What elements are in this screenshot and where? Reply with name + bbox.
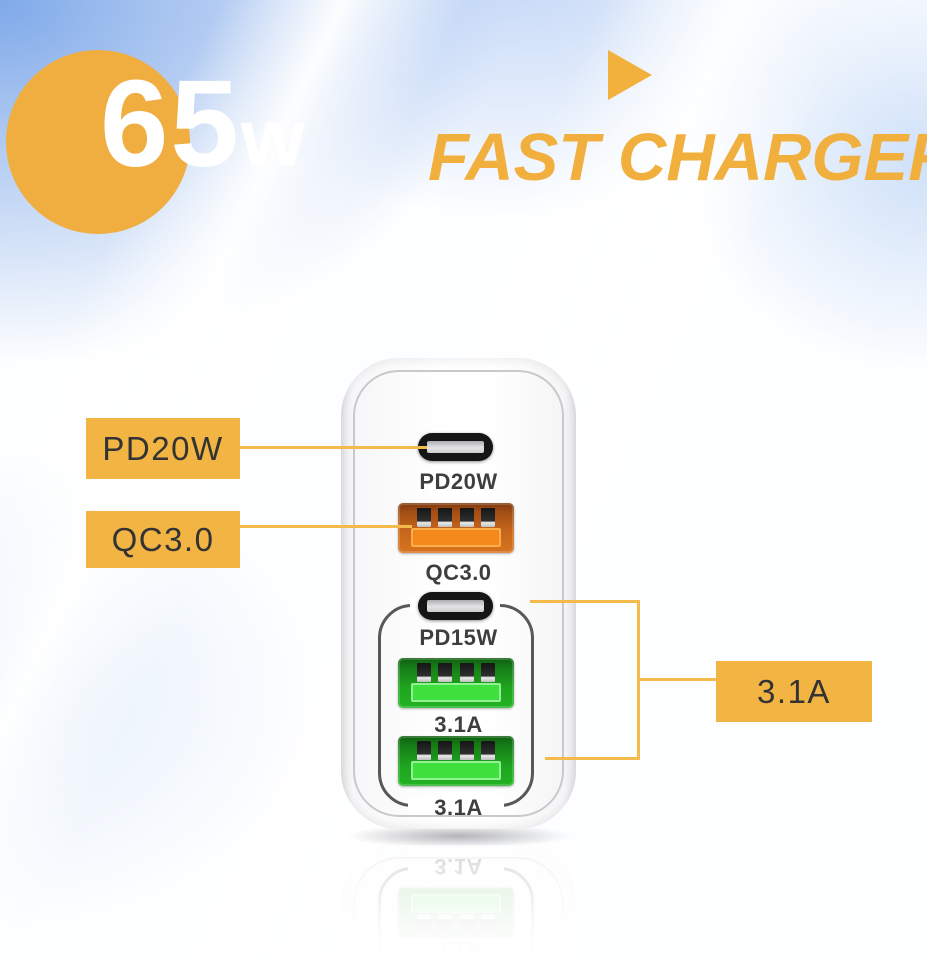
- usb-pins: [417, 508, 495, 527]
- usb-pin: [480, 663, 495, 682]
- port-label-31a-2-reflection: 3.1A: [434, 854, 483, 879]
- usb-pins-reflection: [417, 914, 495, 933]
- usb-a-tongue: [411, 528, 501, 547]
- wattage-badge: 65w: [100, 63, 305, 186]
- usb-pin: [459, 663, 474, 682]
- usb-pin: [438, 508, 453, 527]
- callout-line-qc30: [240, 525, 412, 528]
- callout-label-pd20w: PD20W: [102, 429, 224, 467]
- bracket-gap-bottom: [408, 796, 504, 812]
- usb-pins: [417, 741, 495, 760]
- usb-pin: [438, 663, 453, 682]
- usb-a-port-31a-2: [398, 736, 514, 786]
- usb-pins: [417, 663, 495, 682]
- usb-c-slot: [427, 441, 484, 453]
- wattage-value: 65: [100, 56, 241, 193]
- callout-label-qc30: QC3.0: [111, 520, 215, 558]
- charger-inner-outline-reflection: [353, 857, 564, 960]
- port-label-31a-1-reflection: 3.1A: [434, 937, 483, 960]
- callout-line-pd20w: [240, 446, 427, 449]
- usb-c-port-pd20w: [418, 433, 493, 461]
- usb-pin-reflection: [417, 914, 431, 933]
- port-label-pd20w: PD20W: [419, 469, 498, 494]
- usb-pin: [438, 741, 453, 760]
- charger-inner-outline: [353, 370, 564, 817]
- port-group-bracket-reflection: [378, 867, 534, 960]
- usb-pin-reflection: [480, 914, 495, 933]
- bracket-gap-bottom-reflection: [408, 862, 504, 878]
- usb-a-tongue-reflection: [411, 894, 501, 913]
- callout-line-31a-bottom: [545, 757, 640, 760]
- play-triangle-icon: [608, 50, 652, 100]
- usb-a-port-31a-1: [398, 658, 514, 708]
- usb-pin: [417, 663, 431, 682]
- callout-box-pd20w: PD20W: [86, 418, 240, 479]
- charger-device-reflection: PD20W QC3.0 PD15W 3.1A: [341, 845, 576, 960]
- callout-line-31a-branch: [637, 678, 716, 681]
- port-label-qc30: QC3.0: [425, 560, 492, 585]
- callout-line-31a-top: [530, 600, 640, 603]
- callout-label-31a: 3.1A: [757, 672, 831, 710]
- port-label-31a-1: 3.1A: [434, 712, 483, 737]
- usb-a-tongue: [411, 761, 501, 780]
- usb-a-port-qc30: [398, 503, 514, 553]
- usb-pin: [459, 741, 474, 760]
- usb-a-tongue: [411, 683, 501, 702]
- wattage-unit: w: [240, 93, 305, 184]
- port-label-pd15w: PD15W: [419, 625, 498, 650]
- usb-pin-reflection: [459, 914, 474, 933]
- usb-pin-reflection: [438, 914, 453, 933]
- charger-device: PD20W QC3.0 PD15W 3.1A: [341, 358, 576, 829]
- usb-pin: [480, 741, 495, 760]
- port-label-31a-2: 3.1A: [434, 795, 483, 820]
- usb-pin: [480, 508, 495, 527]
- wattage-badge-circle: [6, 50, 190, 234]
- callout-box-31a: 3.1A: [716, 661, 872, 722]
- usb-pin: [459, 508, 474, 527]
- reflection-fade-overlay: [341, 845, 576, 960]
- usb-c-port-pd15w: [418, 592, 493, 620]
- usb-c-slot: [427, 600, 484, 612]
- usb-a-port-31a-2-reflection: [398, 888, 514, 938]
- page-title: FAST CHARGER: [428, 120, 927, 195]
- usb-pin: [417, 508, 431, 527]
- charger-reflection: PD20W QC3.0 PD15W 3.1A: [341, 845, 576, 960]
- usb-pin: [417, 741, 431, 760]
- callout-box-qc30: QC3.0: [86, 511, 240, 568]
